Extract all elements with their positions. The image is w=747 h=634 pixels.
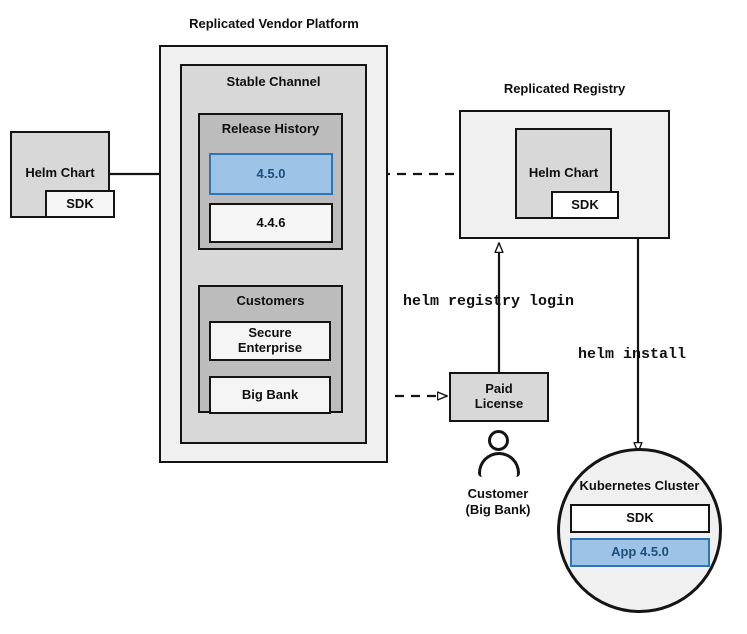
kubernetes-cluster-title: Kubernetes Cluster: [579, 478, 700, 493]
release-item-450[interactable]: 4.5.0: [209, 153, 333, 195]
release-history-title: Release History: [221, 121, 320, 136]
registry-sdk-box: SDK: [551, 191, 619, 219]
source-sdk-box: SDK: [45, 190, 115, 218]
person-icon-head: [488, 430, 509, 451]
cluster-item-sdk: SDK: [570, 504, 710, 533]
registry-helm-chart-label: Helm Chart: [528, 165, 599, 180]
release-item-446[interactable]: 4.4.6: [209, 203, 333, 243]
customer-item-big-bank[interactable]: Big Bank: [209, 376, 331, 414]
registry-title: Replicated Registry: [503, 81, 626, 96]
platform-title: Replicated Vendor Platform: [189, 16, 359, 31]
person-icon-body: [478, 452, 520, 477]
customers-title: Customers: [236, 293, 305, 308]
cluster-item-app: App 4.5.0: [570, 538, 710, 567]
customer-actor-label: Customer(Big Bank): [465, 486, 531, 517]
stable-channel-title: Stable Channel: [226, 74, 321, 89]
source-helm-chart-label: Helm Chart: [25, 165, 95, 180]
command-helm-registry-login: helm registry login: [403, 293, 575, 310]
command-helm-install: helm install: [578, 346, 687, 363]
